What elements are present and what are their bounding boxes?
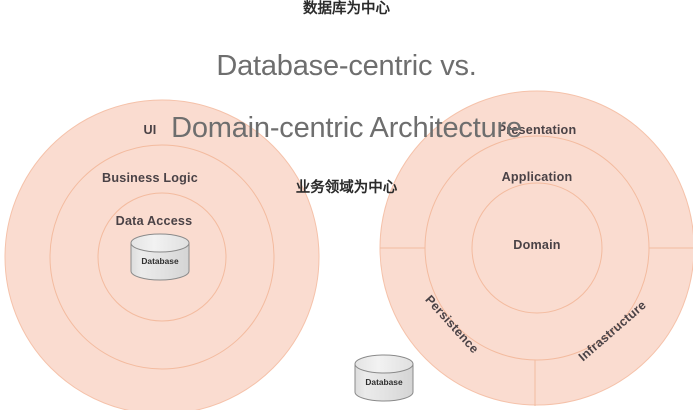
right-database-cylinder-icon[interactable]: Database — [354, 354, 414, 402]
page-title-line-1: Database-centric vs. — [216, 50, 477, 82]
annotation-domain-centric: 业务领域为中心 — [295, 180, 398, 196]
left-database-cylinder-icon[interactable]: Database — [130, 233, 190, 281]
annotation-database-centric: 数据库为中心 — [303, 1, 390, 17]
left-ring-label-ui: UI — [144, 123, 157, 137]
title-block: 数据库为中心 Database-centric vs. Domain-centr… — [0, 0, 693, 198]
right-database-label: Database — [365, 377, 403, 387]
left-ring-label-data-access: Data Access — [116, 214, 193, 228]
page-title: Database-centric vs. Domain-centric Arch… — [0, 20, 693, 175]
right-ring-label-domain: Domain — [513, 238, 560, 252]
right-ring-domain[interactable] — [471, 182, 603, 314]
left-ring-label-business-logic: Business Logic — [102, 171, 198, 185]
right-architecture-group: Presentation Application Domain Persiste… — [354, 90, 693, 406]
left-database-label: Database — [141, 256, 179, 266]
page-title-line-2: Domain-centric Architecture — [171, 112, 522, 144]
right-ring-label-presentation: Presentation — [498, 123, 577, 137]
left-architecture-group: UI Business Logic Data Access Database — [4, 99, 320, 410]
right-ring-label-application: Application — [502, 170, 573, 184]
